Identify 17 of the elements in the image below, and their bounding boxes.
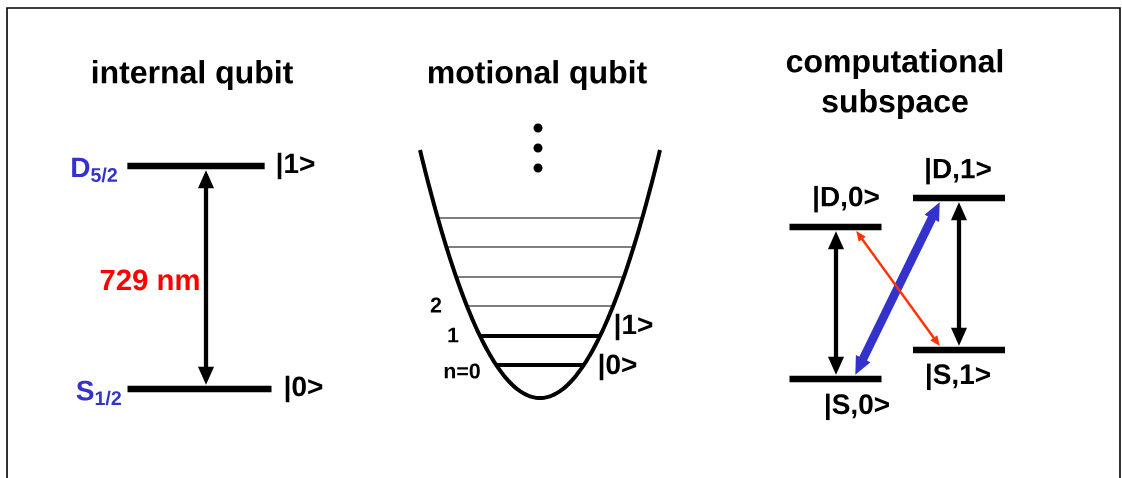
state-label: |0> [599,353,637,381]
level-number: 1 [448,327,459,343]
level-number: 2 [430,297,442,313]
state-label: |0> [285,375,323,403]
level-label: D$_{5/2}$ [72,157,117,183]
state-label: |D,0> [814,185,879,213]
wavelength-label: 729 nm [100,269,199,291]
panel-title: motional qubit [428,60,647,90]
state-label: |D,1> [926,157,991,185]
state-label: |1> [615,313,653,341]
state-label: |1> [277,152,315,180]
state-label: |S,1> [927,363,990,391]
panel-title: internal qubit [92,60,293,90]
level-label: S$_{1/2}$ [76,380,121,406]
panel-title: computational subspace [786,49,1003,119]
level-number: n=0 [444,363,480,379]
state-label: |S,0> [826,393,889,421]
